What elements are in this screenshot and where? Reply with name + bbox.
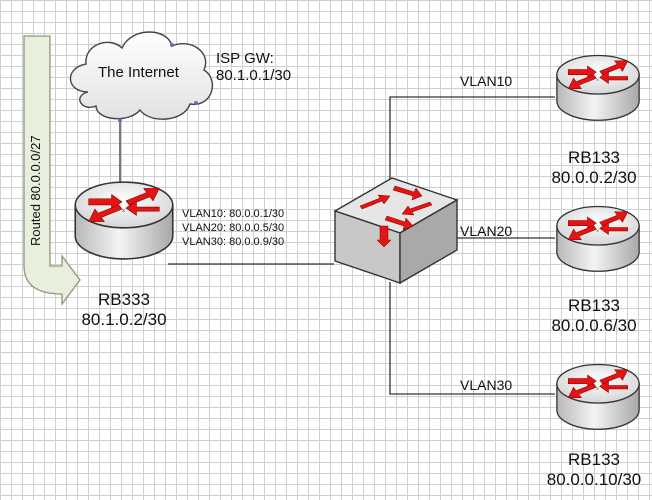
rb133-vlan30-label: RB133 80.0.0.10/30 [538,450,650,490]
switch-icon [333,177,459,285]
routed-network-label: Routed 80.0.0.0/27 [28,135,43,246]
vlan20-label: VLAN20 [460,223,513,239]
isp-gateway-title: ISP GW: [216,50,274,67]
isp-gateway-address: 80.1.0.1/30 [216,67,292,84]
routed-arrow [23,35,81,306]
interface-vlan20: VLAN20: 80.0.0.5/30 [182,222,285,234]
rb133-vlan20-name: RB133 [568,296,620,315]
interface-vlan10: VLAN10: 80.0.0.1/30 [182,208,285,220]
rb333-label: RB333 80.1.0.2/30 [70,290,178,330]
internet-label: The Internet [98,64,179,81]
vlan10-link [389,96,555,188]
cloud-icon [69,31,214,122]
rb133-vlan20-address: 80.0.0.6/30 [551,316,637,335]
vlan10-label: VLAN10 [460,73,513,89]
rb333-address: 80.1.0.2/30 [81,310,167,329]
router-icon-rb333 [74,181,174,260]
rb133-vlan20-label: RB133 80.0.0.6/30 [538,296,650,336]
router-icon-rb133-vlan30 [556,363,640,430]
vlan30-label: VLAN30 [460,377,513,393]
rb133-vlan10-label: RB133 80.0.0.2/30 [538,148,650,188]
connection-lines [119,96,555,395]
rb133-vlan30-name: RB133 [568,450,620,469]
vlan30-link [389,282,555,395]
interface-vlan30: VLAN30: 80.0.0.9/30 [182,236,285,248]
rb133-vlan30-address: 80.0.0.10/30 [546,470,642,489]
isp-gateway-label: ISP GW: 80.1.0.1/30 [216,50,291,84]
rb333-name: RB333 [98,290,150,309]
rb133-vlan10-address: 80.0.0.2/30 [551,168,637,187]
rb333-interfaces: VLAN10: 80.0.0.1/30 VLAN20: 80.0.0.5/30 … [182,207,284,249]
router-icon-rb133-vlan10 [556,54,640,121]
rb133-vlan10-name: RB133 [568,148,620,167]
router-icon-rb133-vlan20 [556,205,640,272]
